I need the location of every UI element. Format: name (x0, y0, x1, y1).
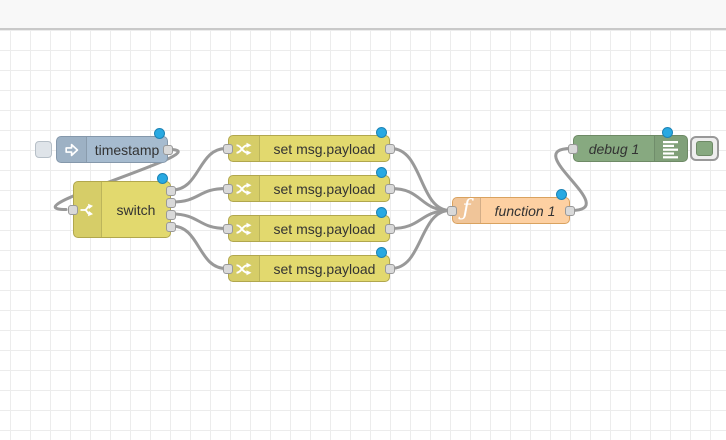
node-label: set msg.payload (273, 180, 376, 197)
output-port[interactable] (385, 223, 395, 234)
wire-inject-to-switch[interactable] (53, 148, 180, 211)
wire-function-to-debug[interactable] (554, 147, 588, 212)
node-label: debug 1 (588, 140, 640, 157)
node-label: function 1 (494, 202, 556, 219)
wire-change1-to-function[interactable] (389, 147, 452, 212)
input-port[interactable] (223, 223, 233, 234)
shuffle-icon (229, 176, 260, 201)
inject-arrow-icon (57, 137, 87, 162)
debug-list-icon (654, 136, 687, 161)
wire-switch3-to-change3[interactable] (170, 212, 228, 230)
input-port[interactable] (447, 205, 457, 216)
node-switch[interactable]: switch (68, 173, 176, 238)
node-debug-1[interactable]: debug 1 (568, 127, 719, 162)
node-label: switch (116, 201, 156, 218)
input-port[interactable] (223, 263, 233, 274)
output-port[interactable] (385, 263, 395, 274)
output-port-4[interactable] (166, 222, 176, 232)
node-change-4[interactable]: set msg.payload (223, 247, 395, 282)
input-port[interactable] (568, 143, 578, 154)
node-change-3[interactable]: set msg.payload (223, 207, 395, 242)
changed-indicator (157, 173, 168, 184)
function-f-icon: ƒ (453, 198, 481, 223)
changed-indicator (376, 207, 387, 218)
debug-toggle-button[interactable] (690, 136, 719, 161)
wire-switch2-to-change2[interactable] (170, 187, 228, 204)
output-port[interactable] (385, 143, 395, 154)
output-port[interactable] (565, 205, 575, 216)
node-change-1[interactable]: set msg.payload (223, 127, 395, 162)
node-label: set msg.payload (273, 220, 376, 237)
node-inject-timestamp[interactable]: timestamp (35, 128, 173, 163)
output-port-1[interactable] (166, 186, 176, 196)
wire-change4-to-function[interactable] (389, 209, 452, 270)
node-label: set msg.payload (273, 260, 376, 277)
shuffle-icon (229, 216, 260, 241)
changed-indicator (154, 128, 165, 139)
fork-icon (74, 182, 102, 237)
output-port[interactable] (163, 144, 173, 155)
node-function-1[interactable]: ƒ function 1 (447, 189, 575, 224)
changed-indicator (556, 189, 567, 200)
inject-trigger-button[interactable] (35, 141, 52, 158)
changed-indicator (662, 127, 673, 138)
wire-switch4-to-change4[interactable] (170, 224, 228, 270)
output-port-2[interactable] (166, 198, 176, 208)
changed-indicator (376, 127, 387, 138)
node-label: timestamp (94, 141, 160, 158)
node-change-2[interactable]: set msg.payload (223, 167, 395, 202)
output-port[interactable] (385, 183, 395, 194)
workspace-top-band (0, 0, 726, 30)
shuffle-icon (229, 136, 260, 161)
debug-toggle-state (696, 141, 713, 156)
node-label: set msg.payload (273, 140, 376, 157)
input-port[interactable] (223, 183, 233, 194)
shuffle-icon (229, 256, 260, 281)
input-port[interactable] (223, 143, 233, 154)
wire-switch1-to-change1[interactable] (170, 147, 228, 192)
input-port[interactable] (68, 204, 78, 215)
output-port-3[interactable] (166, 210, 176, 220)
changed-indicator (376, 247, 387, 258)
changed-indicator (376, 167, 387, 178)
